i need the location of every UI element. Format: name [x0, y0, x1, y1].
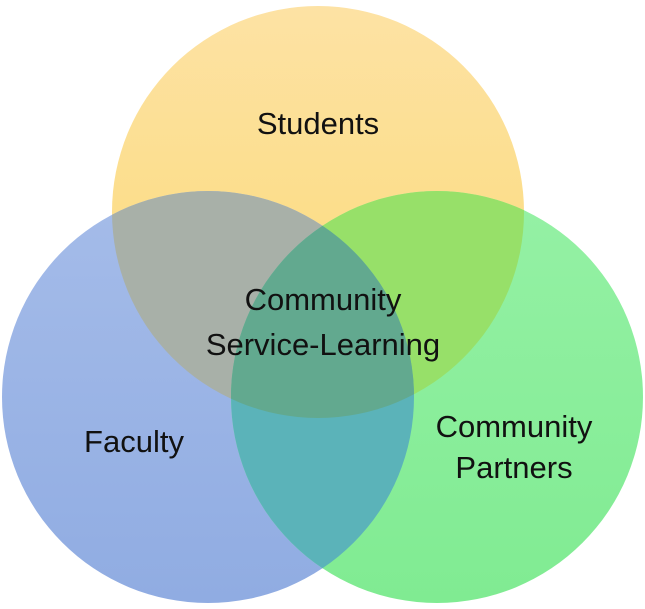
venn-diagram-canvas	[2, 6, 643, 603]
venn-diagram: Students Community Service-Learning Facu…	[2, 6, 643, 603]
